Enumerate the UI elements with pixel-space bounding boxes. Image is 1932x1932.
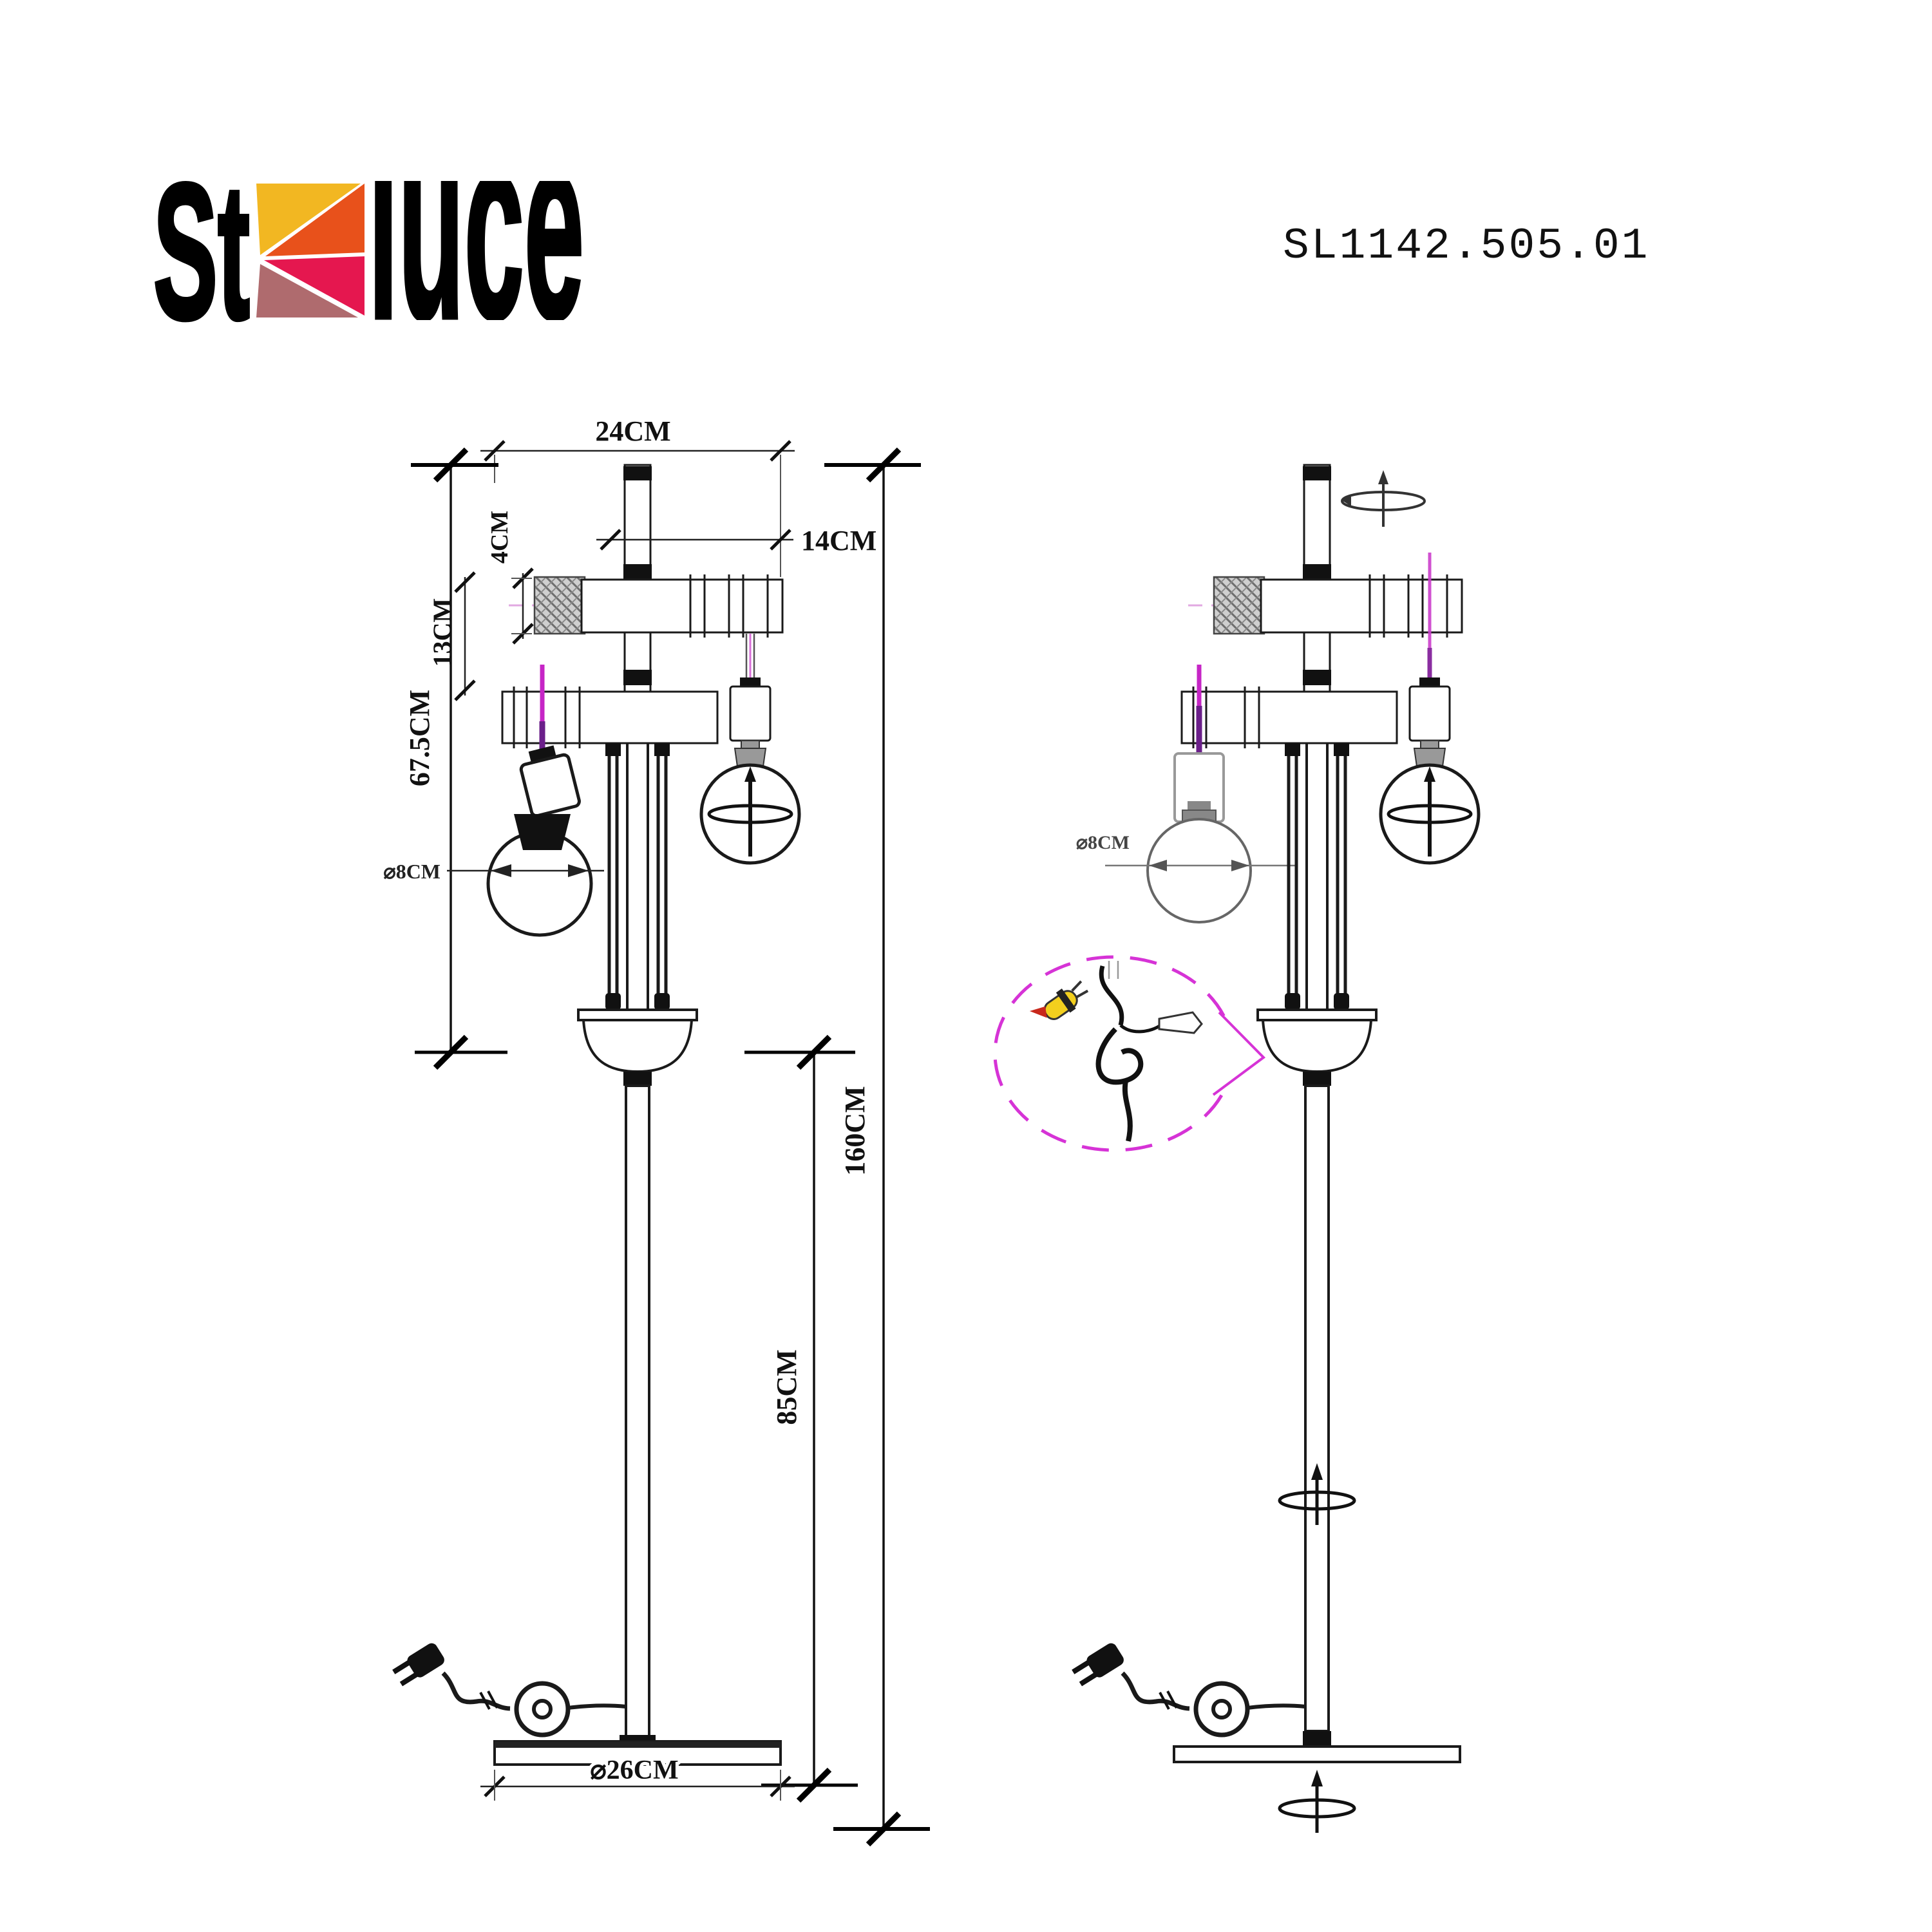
plug-icon — [392, 1643, 444, 1687]
dim-label-4cm: 4CM — [486, 511, 513, 564]
callout-wiring-sketch — [1029, 961, 1203, 1142]
dim-arm-length: 14CM — [596, 522, 880, 577]
wiring-detail-callout — [993, 955, 1266, 1152]
dim-label-160cm: 160CM — [839, 1086, 871, 1175]
lamp-holder-sketch — [1029, 980, 1089, 1020]
model-number: SL1142.505.01 — [1283, 222, 1650, 271]
upper-shaft — [605, 743, 670, 1010]
base — [1173, 1745, 1461, 1763]
stluce-logo: St luce — [151, 75, 587, 374]
dim-total-height: 160CM — [824, 450, 930, 1844]
dim-label-14cm: 14CM — [801, 525, 876, 556]
dim-upper-height: 67.5CM — [401, 450, 507, 1068]
right-view: ⌀8CM — [993, 464, 1481, 1833]
socket — [729, 685, 772, 742]
adjust-knob — [1213, 576, 1265, 635]
logo-triangle-yellow — [256, 184, 361, 255]
rotation-arrow-icon — [1278, 1770, 1356, 1833]
right-lamp-structure: ⌀8CM — [1072, 464, 1481, 1833]
logo-triangle-red — [264, 256, 365, 316]
dim-top-width: 24CM — [480, 412, 795, 576]
dim-bulb-diameter: ⌀8CM — [381, 857, 604, 886]
logo-triangle-mauve — [256, 264, 358, 317]
lower-arm — [1180, 687, 1398, 748]
bowl-joint — [1256, 1009, 1378, 1086]
right-pendant — [699, 634, 801, 865]
logo-triangle-orange — [265, 184, 365, 256]
bowl-joint — [577, 1009, 698, 1086]
logo-text-st: St — [153, 143, 250, 359]
dim-label-24cm: 24CM — [595, 415, 670, 447]
power-cord — [392, 1643, 627, 1738]
dim-base-diameter: ⌀26CM — [480, 1752, 795, 1801]
base — [493, 1735, 782, 1766]
rotation-arrow-icon — [1387, 766, 1473, 857]
logo-text-luce: luce — [368, 75, 584, 374]
logo-square-icon — [254, 182, 367, 319]
socket — [1408, 685, 1451, 742]
upper-arm — [580, 574, 784, 638]
dim-label-67-5cm: 67.5CM — [404, 690, 435, 786]
lower-pole — [1304, 1084, 1330, 1732]
lower-pole — [625, 1084, 650, 1743]
top-pole — [1303, 464, 1331, 583]
callout-pointer — [1212, 1011, 1266, 1096]
left-lamp-structure — [392, 464, 801, 1766]
rotation-arrow-icon — [1278, 1463, 1356, 1525]
dim-label-13cm: 13CM — [428, 598, 457, 667]
dim-label-85cm: 85CM — [771, 1349, 802, 1425]
lower-arm — [501, 687, 719, 748]
bulb-reflector-cap — [514, 814, 571, 850]
socket — [519, 753, 581, 818]
dim-lower-height: 85CM — [744, 1037, 858, 1801]
left-pendant — [486, 665, 593, 937]
right-pendant — [1379, 553, 1481, 865]
left-view-dimensions: 24CM 14CM 4CM 13CM — [381, 412, 930, 1844]
upper-arm — [1260, 574, 1463, 638]
upper-shaft — [1285, 743, 1349, 1010]
adjust-knob — [533, 576, 586, 635]
dim-label-8cm: ⌀8CM — [383, 860, 440, 883]
rotation-arrow-icon — [707, 766, 793, 857]
plug-icon — [1072, 1643, 1124, 1687]
left-pendant: ⌀8CM — [1074, 665, 1296, 923]
dim-label-8cm-right: ⌀8CM — [1076, 832, 1130, 853]
bulb — [1146, 818, 1252, 923]
wire-connector — [1158, 1011, 1203, 1034]
rotation-arrow-icon — [1341, 470, 1426, 527]
left-view: 24CM 14CM 4CM 13CM — [381, 412, 930, 1844]
header: St luce SL1142.505.01 — [151, 75, 1650, 374]
dim-knob-height: 4CM — [483, 507, 533, 643]
callout-ellipse — [993, 955, 1235, 1152]
power-cord — [1072, 1643, 1306, 1738]
dim-label-26cm: ⌀26CM — [590, 1756, 678, 1785]
